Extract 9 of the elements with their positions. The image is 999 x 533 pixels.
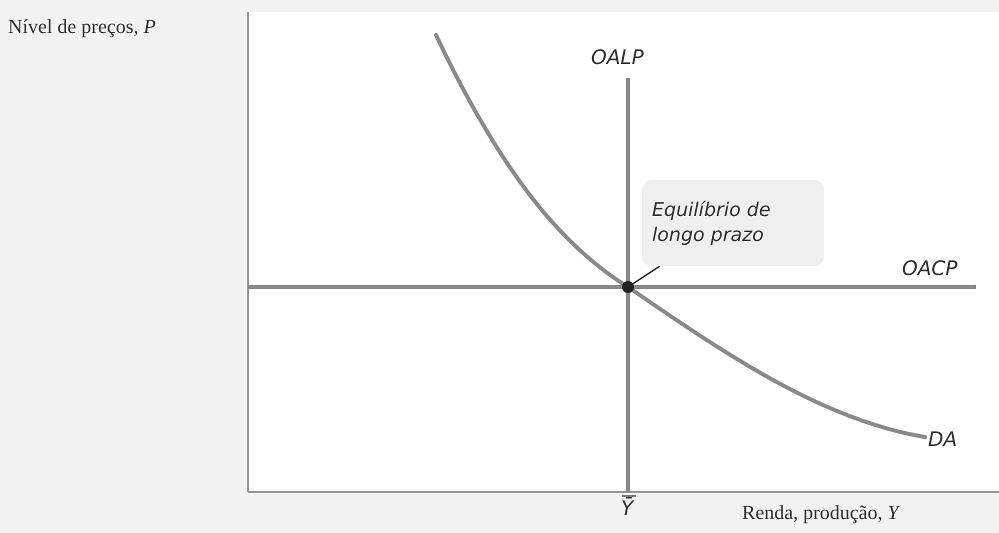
axis-label: OACP: [902, 257, 958, 279]
callout-box: [642, 180, 824, 266]
callout-text: Equilíbrio de longo prazo: [652, 198, 772, 248]
axis-label: DA: [928, 428, 958, 450]
axis-label: Nível de preços, P: [8, 16, 156, 38]
axis-label: Ȳ: [621, 497, 634, 519]
axis-label: Renda, produção, Y: [742, 502, 899, 524]
leader-line: [632, 265, 660, 284]
axis-label: OALP: [591, 46, 644, 68]
